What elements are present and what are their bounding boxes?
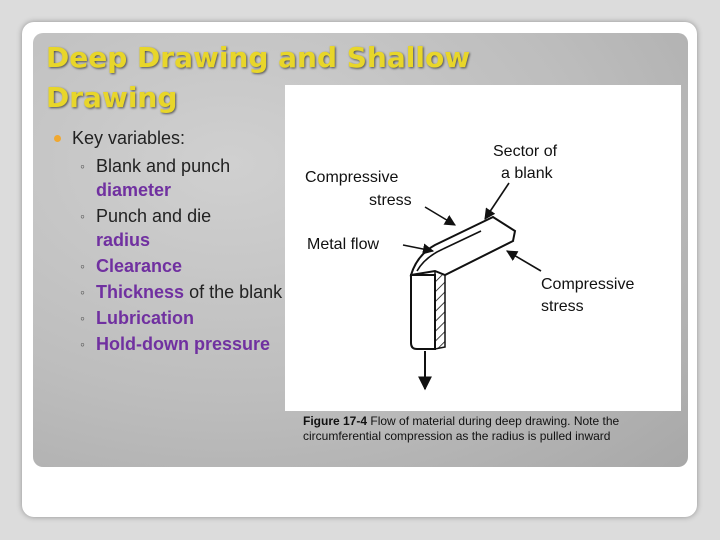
sub-item-highlight: Hold-down pressure bbox=[96, 334, 271, 354]
figure-image: Sector of a blank Compressive stress Met… bbox=[285, 85, 681, 411]
ring-bullet-icon: ◦ bbox=[80, 208, 85, 224]
bullet-dot-icon bbox=[54, 135, 61, 142]
sub-item-clearance: ◦ Clearance bbox=[72, 254, 284, 278]
blank-wall bbox=[410, 274, 436, 350]
sub-item-lubrication: ◦ Lubrication bbox=[72, 306, 284, 330]
label-sector-line2: a blank bbox=[501, 165, 554, 182]
sub-item-radius: ◦ Punch and die radius bbox=[72, 204, 284, 252]
sub-item-highlight: Thickness bbox=[96, 282, 185, 302]
sub-item-hold-down: ◦ Hold-down pressure bbox=[72, 332, 284, 356]
bullet-list: Key variables: ◦ Blank and punch diamete… bbox=[52, 126, 284, 358]
slide-title: Deep Drawing and Shallow Drawing bbox=[46, 41, 471, 114]
ring-bullet-icon: ◦ bbox=[80, 284, 85, 300]
caption-text: Flow of material during deep drawing. No… bbox=[303, 414, 620, 443]
figure-caption: Figure 17-4 Flow of material during deep… bbox=[303, 414, 683, 444]
sub-item-suffix: of the blank bbox=[189, 282, 283, 302]
bullet-key-variables: Key variables: ◦ Blank and punch diamete… bbox=[52, 126, 284, 356]
deep-drawing-diagram: Sector of a blank Compressive stress Met… bbox=[305, 143, 634, 391]
sub-item-diameter: ◦ Blank and punch diameter bbox=[72, 154, 284, 202]
caption-label: Figure 17-4 bbox=[303, 414, 368, 428]
label-sector-line1: Sector of bbox=[493, 143, 558, 160]
label-compressive-left-line2: stress bbox=[369, 192, 412, 209]
sub-item-highlight: diameter bbox=[96, 180, 172, 200]
label-metal-flow: Metal flow bbox=[307, 236, 379, 253]
sub-item-plain: Blank and punch bbox=[96, 156, 231, 176]
ring-bullet-icon: ◦ bbox=[80, 258, 85, 274]
sub-item-plain: Punch and die bbox=[96, 206, 212, 226]
ring-bullet-icon: ◦ bbox=[80, 336, 85, 352]
sub-item-highlight: Clearance bbox=[96, 256, 183, 276]
label-compressive-right-line2: stress bbox=[541, 298, 584, 315]
label-compressive-right-line1: Compressive bbox=[541, 276, 634, 293]
sub-item-highlight: Lubrication bbox=[96, 308, 194, 328]
ring-bullet-icon: ◦ bbox=[80, 158, 85, 174]
label-compressive-left-line1: Compressive bbox=[305, 169, 398, 186]
sub-bullet-list: ◦ Blank and punch diameter ◦ Punch and d… bbox=[72, 154, 284, 356]
ring-bullet-icon: ◦ bbox=[80, 310, 85, 326]
bullet-key-variables-label: Key variables: bbox=[72, 128, 186, 148]
sub-item-highlight: radius bbox=[96, 230, 151, 250]
sub-item-thickness: ◦ Thickness of the blank bbox=[72, 280, 284, 304]
blank-top-surface bbox=[409, 215, 517, 277]
